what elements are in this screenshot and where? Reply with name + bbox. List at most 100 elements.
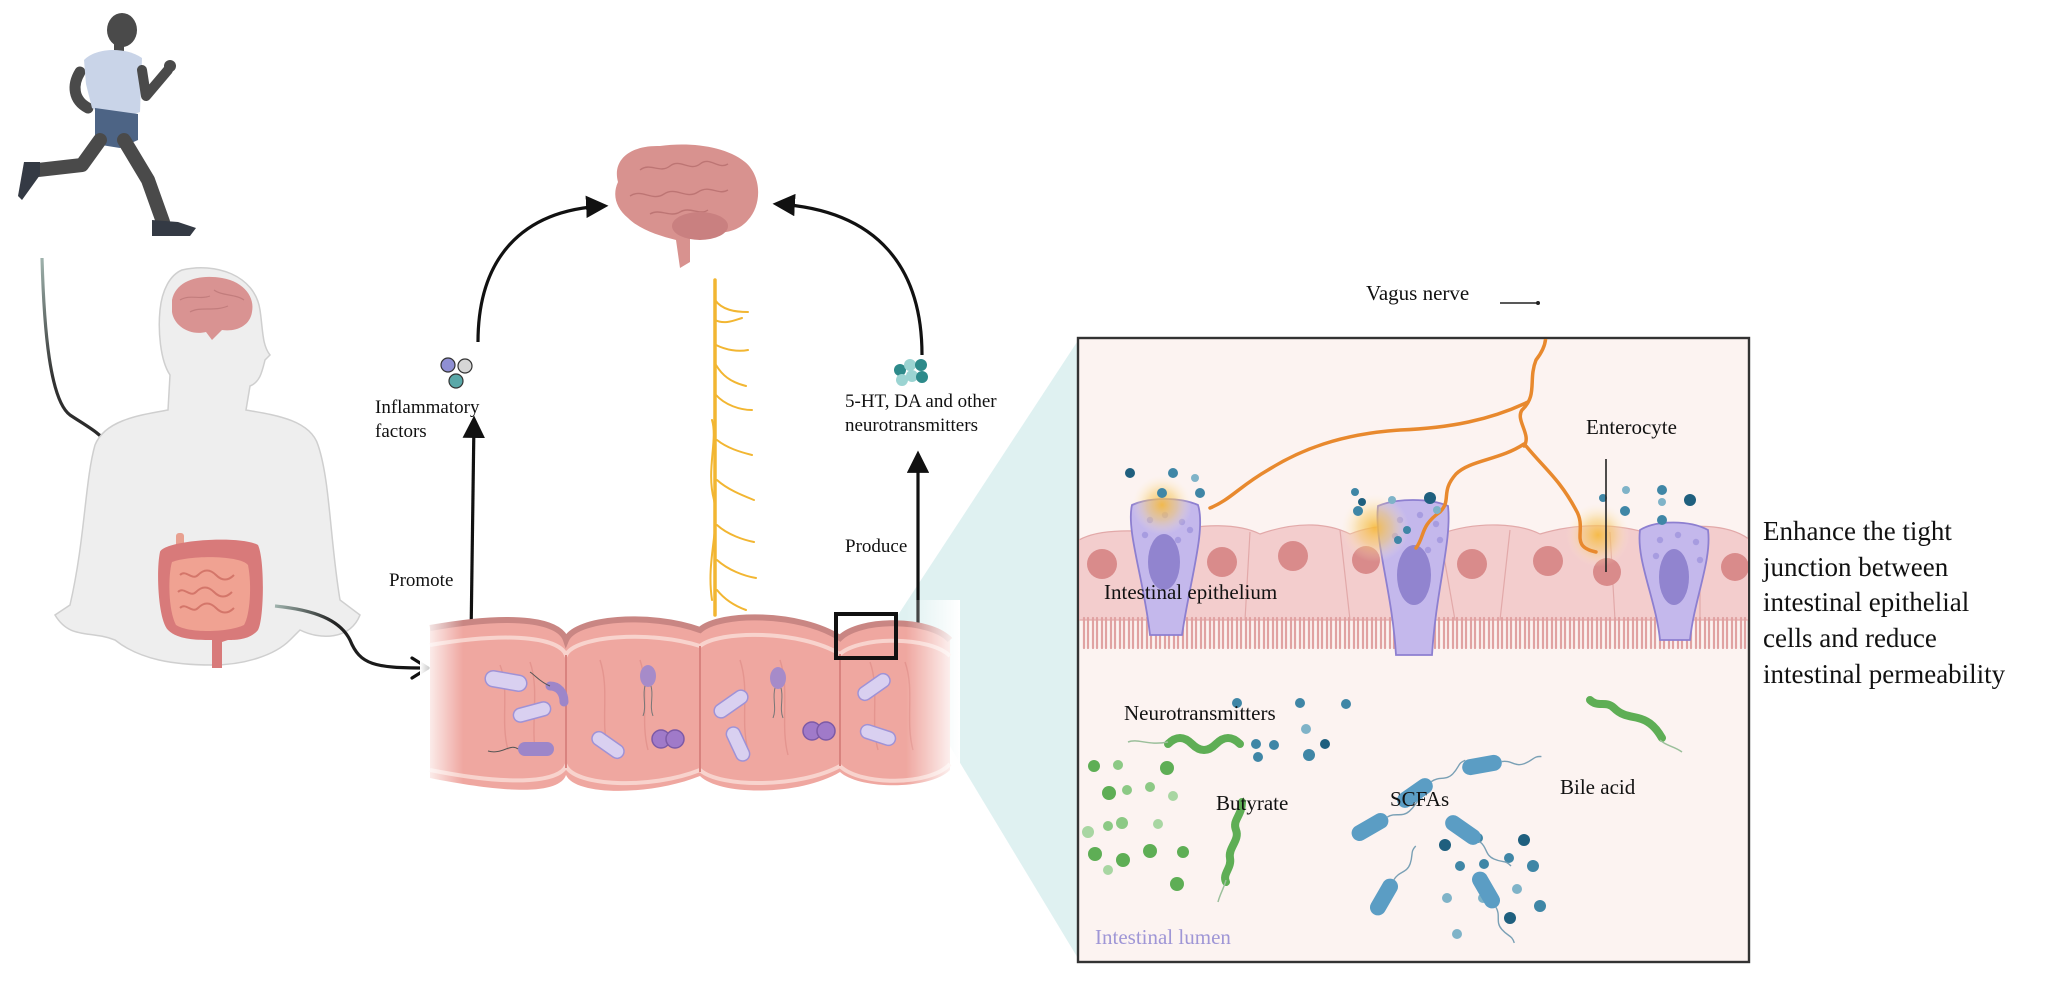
butyrate-dot <box>1168 791 1178 801</box>
granule <box>1692 538 1700 546</box>
microvillus <box>1217 616 1225 650</box>
bile-acid-dot <box>1452 929 1462 939</box>
microvillus <box>1280 616 1288 650</box>
butyrate-dot <box>1122 785 1132 795</box>
butyrate-dot <box>1088 760 1100 772</box>
butyrate-dot <box>1103 821 1113 831</box>
microvillus <box>1208 616 1216 650</box>
microvillus <box>1703 616 1711 650</box>
butyrate-label: Butyrate <box>1216 791 1289 815</box>
microvillus <box>1469 616 1477 650</box>
neurotransmitter-dot <box>1657 485 1667 495</box>
rod-bacterium <box>1397 759 1466 808</box>
microvillus <box>1244 616 1252 650</box>
microvillus <box>1622 616 1630 650</box>
microvillus <box>1100 616 1108 650</box>
granule <box>1696 556 1704 564</box>
inflammatory-factors-label: Inflammatory factors <box>375 397 480 442</box>
microvillus <box>1514 616 1522 650</box>
butyrate-dot <box>1177 846 1189 858</box>
bile-acid-dot <box>1442 893 1452 903</box>
microvillus <box>1253 616 1261 650</box>
microvillus <box>1613 616 1621 650</box>
spirillum-bacterium <box>1586 696 1666 742</box>
intestinal-epithelium-label: Intestinal epithelium <box>1104 580 1278 604</box>
granule <box>1174 536 1182 544</box>
promote-label: Promote <box>389 570 454 591</box>
granule <box>1436 536 1444 544</box>
microvillus <box>1550 616 1558 650</box>
bile-acid-dot <box>1320 739 1330 749</box>
microvillus <box>1271 616 1279 650</box>
microvillus <box>1298 616 1306 650</box>
microvillus <box>1334 616 1342 650</box>
microvillus <box>1523 616 1531 650</box>
butyrate-dot <box>1116 817 1128 829</box>
microvillus <box>1091 616 1099 650</box>
microvillus <box>1721 616 1729 650</box>
bile-acid-dot <box>1512 884 1522 894</box>
neurotransmitter-dot <box>1403 526 1411 534</box>
microvillus <box>1541 616 1549 650</box>
brain-icon <box>615 144 759 268</box>
neurotransmitter-dot <box>1424 492 1436 504</box>
zoom-panel <box>1076 301 1751 964</box>
microvillus <box>1586 616 1594 650</box>
produce-label: Produce <box>845 536 908 557</box>
bile-acid-dot <box>1479 859 1489 869</box>
microvillus <box>1082 616 1090 650</box>
neurotransmitter-dot <box>1394 536 1402 544</box>
microvillus <box>1262 616 1270 650</box>
microvillus <box>1559 616 1567 650</box>
enterocyte-label: Enterocyte <box>1586 415 1677 439</box>
bile-acid-dot <box>1301 724 1311 734</box>
bile-acid-dot <box>1295 698 1305 708</box>
bile-acid-dot <box>1253 752 1263 762</box>
microvillus <box>1325 616 1333 650</box>
microvillus <box>1640 616 1648 650</box>
microvillus <box>1316 616 1324 650</box>
granule <box>1432 520 1440 528</box>
butyrate-dot <box>1145 782 1155 792</box>
microvillus <box>1595 616 1603 650</box>
human-body-icon <box>53 266 361 668</box>
microvillus <box>1235 616 1243 650</box>
bile-acid-dot <box>1504 853 1514 863</box>
neurotransmitter-dot <box>1157 488 1167 498</box>
neurotransmitter-dot <box>1657 515 1667 525</box>
microvillus <box>1730 616 1738 650</box>
neurotransmitter-dot <box>1168 468 1178 478</box>
neurotransmitters-label: Neurotransmitters <box>1124 701 1276 725</box>
butyrate-dot <box>1160 761 1174 775</box>
neurotransmitter-dot <box>1351 488 1359 496</box>
microvillus <box>1460 616 1468 650</box>
inflammatory-factors-icon <box>440 357 473 389</box>
inflammatory-to-brain-arrow <box>476 195 609 343</box>
bile-acid-dot <box>1455 861 1465 871</box>
microvillus <box>1136 616 1144 650</box>
microvillus <box>1199 616 1207 650</box>
bile-acid-dot <box>1341 699 1351 709</box>
neurotransmitter-dot <box>1125 468 1135 478</box>
microvillus <box>1343 616 1351 650</box>
microvillus <box>1496 616 1504 650</box>
microvillus <box>1532 616 1540 650</box>
bile-acid-dot <box>1303 749 1315 761</box>
gut-arrow <box>274 604 426 670</box>
granule <box>1656 536 1664 544</box>
microvillus <box>1694 616 1702 650</box>
butyrate-dot <box>1153 819 1163 829</box>
bile-acid-dot <box>1518 834 1530 846</box>
microvillus <box>1505 616 1513 650</box>
bile-acid-label: Bile acid <box>1560 775 1636 799</box>
granule <box>1416 511 1424 519</box>
microvillus <box>1307 616 1315 650</box>
granule <box>1652 552 1660 560</box>
butyrate-dot <box>1116 853 1130 867</box>
butyrate-dot <box>1102 786 1116 800</box>
runner-icon <box>18 13 196 236</box>
neurotransmitter-dot <box>1684 494 1696 506</box>
bile-acid-dot <box>1534 900 1546 912</box>
spirillum-bacterium <box>1164 734 1244 754</box>
microvillus <box>1190 616 1198 650</box>
